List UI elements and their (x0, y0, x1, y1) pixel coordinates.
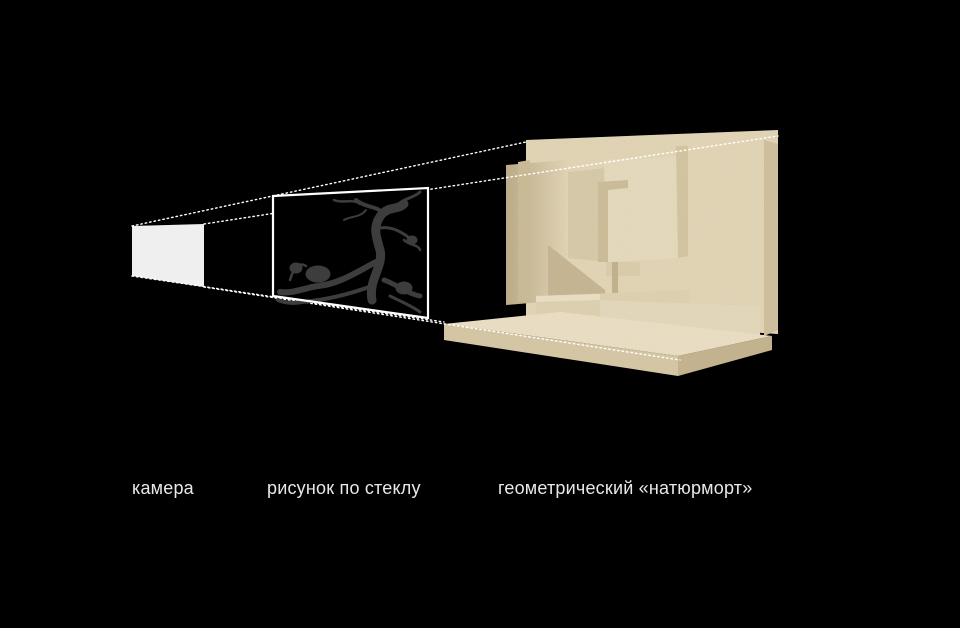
model-block-right (676, 146, 688, 258)
glass-drawing (271, 186, 430, 320)
tree-drawing-icon (276, 190, 423, 314)
model-floor-front (444, 324, 678, 376)
model-right-wall (764, 140, 778, 336)
geometric-still-life-model (444, 130, 778, 376)
model-block-left (568, 168, 606, 262)
label-glass-drawing: рисунок по стеклу (267, 478, 421, 498)
model-block-center (604, 156, 682, 262)
camera-panel (132, 224, 204, 287)
label-camera: камера (132, 478, 194, 498)
model-floor (444, 312, 772, 356)
projection-line-top-left (131, 141, 527, 227)
label-still-life: геометрический «натюрморт» (498, 478, 753, 498)
glass-frame (271, 186, 430, 320)
projection-line-bottom-right (203, 286, 681, 361)
